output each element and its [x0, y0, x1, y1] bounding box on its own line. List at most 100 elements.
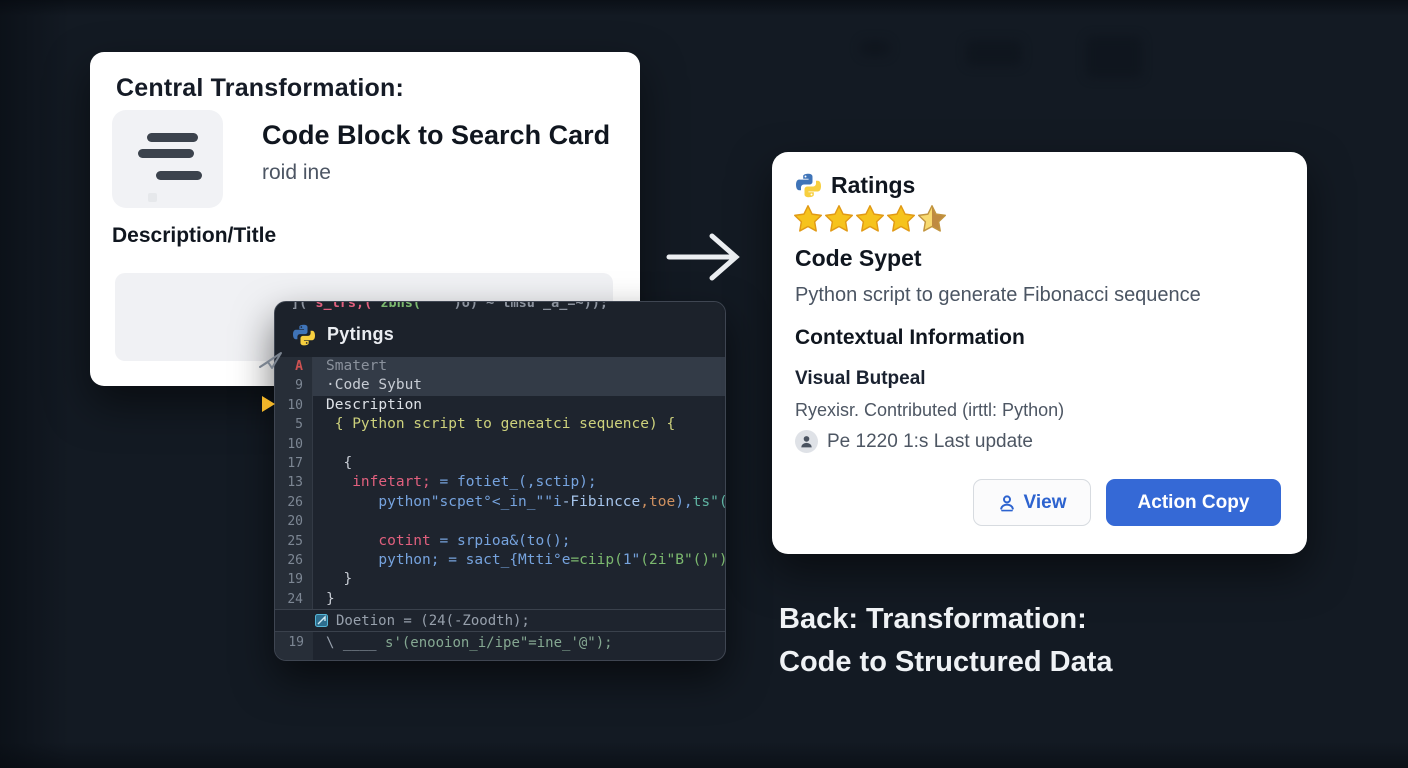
code-segment: [326, 533, 378, 549]
code-line: 19 }: [275, 570, 725, 590]
result-description: Python script to generate Fibonacci sequ…: [795, 284, 1201, 306]
action-copy-button[interactable]: Action Copy: [1106, 479, 1281, 526]
line-number: 13: [275, 473, 313, 493]
view-button[interactable]: View: [973, 479, 1091, 526]
code-segment: cotint: [378, 532, 431, 549]
line-number: 26: [275, 550, 313, 571]
code-line: 20: [275, 512, 725, 532]
result-card-header: Ratings: [796, 172, 1283, 199]
clipped-code-line: ]( s_lrs,( zbhs( )o) ~ tmsu"_a_=~));: [275, 302, 725, 312]
code-segment: ](: [291, 302, 316, 311]
code-line: 10 Description: [275, 395, 725, 416]
code-segment: = srpioa&(to();: [430, 532, 571, 549]
line-number: 24: [275, 589, 313, 610]
code-line: 5 { Python script to geneatci sequence) …: [275, 415, 725, 435]
visual-subsection-label: Visual Butpeal: [795, 368, 926, 389]
search-result-card: Ratings Code Sypet Python script to gene…: [772, 152, 1307, 554]
star-icon: [886, 205, 916, 232]
code-segment: \ ____: [326, 635, 386, 652]
code-line: 24}: [275, 589, 725, 610]
code-segment: Smatert: [326, 358, 388, 374]
code-segment: s'(enooion_i/ipe"=ine_'@");: [385, 635, 613, 652]
line-number: 10: [275, 395, 313, 416]
code-line: A Smatert: [275, 357, 725, 377]
code-line: 26 python; = sact_{Mtti°e=ciip(1"(2i"B"(…: [275, 550, 725, 571]
code-line: 13 infetart; = fotiet_(,sctip);: [275, 473, 725, 493]
person-icon: [999, 494, 1014, 511]
python-logo-icon: [293, 324, 315, 345]
python-logo-icon: [796, 173, 821, 198]
background-shade-bottom: [0, 742, 1408, 768]
code-segment: { Python script to geneatci sequence) {: [326, 416, 676, 433]
result-title: Code Sypet: [795, 245, 922, 271]
code-footer-line: 19 \ ____ s'(enooion_i/ipe"=ine_'@");: [275, 631, 725, 660]
background-blob: [860, 40, 890, 56]
transformation-card-header-row: Code Block to Search Card roid ine: [112, 110, 610, 208]
breakpoint-marker-icon: [262, 396, 275, 412]
code-line: 25 cotint = srpioa&(to();: [275, 531, 725, 551]
code-segment: {: [326, 454, 353, 471]
cursor-icon: [259, 352, 282, 369]
code-editor-window: ]( s_lrs,( zbhs( )o) ~ tmsu"_a_=~)); Pyt…: [274, 301, 726, 661]
code-segment: = fotiet_(,sctip);: [430, 474, 597, 491]
code-segment: ),: [675, 493, 693, 510]
code-segment: }: [326, 590, 335, 607]
transformation-subtext: roid ine: [262, 161, 331, 184]
code-segment: ·Code Sybut: [326, 377, 423, 394]
code-window-title: Pytings: [327, 324, 395, 344]
code-segment: s_lrs,(: [315, 302, 373, 311]
half-star-icon: [917, 205, 947, 232]
file-icon: [315, 614, 328, 628]
code-line: 9·Code Sybut: [275, 376, 725, 396]
result-byline: Pe 1220 1:s Last update: [795, 430, 1033, 453]
star-icon: [855, 205, 885, 232]
code-segment: )o) ~ tmsu"_a_=~));: [421, 302, 609, 311]
list-lines-icon: [112, 110, 223, 208]
code-segment: -Fibincce: [561, 493, 641, 510]
result-meta-line: Ryexisr. Contributed (irttl: Python): [795, 400, 1065, 420]
code-segment: python"scpet°<_in_""i: [326, 493, 562, 510]
code-segment: ts"(: [692, 493, 726, 510]
line-number: A: [275, 357, 313, 377]
ratings-label: Ratings: [831, 172, 916, 198]
line-number: 19: [275, 570, 313, 590]
code-segment: python; = sact_{Mtti°e: [326, 551, 571, 568]
code-segment: =ciip(: [570, 551, 623, 568]
code-segment: 1": [622, 551, 641, 568]
code-window-titlebar: Pytings: [275, 312, 725, 357]
star-icon: [824, 205, 854, 232]
background-shade-left: [0, 0, 70, 768]
background-shade-top: [0, 0, 1408, 16]
caption: Back: Transformation: Code to Structured…: [779, 598, 1113, 684]
caption-line1: Back: Transformation:: [779, 603, 1087, 635]
background-blob: [1086, 36, 1142, 78]
view-button-label: View: [1023, 491, 1067, 513]
line-number: 19: [275, 632, 313, 660]
star-icon: [793, 205, 823, 232]
line-number: 5: [275, 415, 313, 435]
code-segment: [326, 474, 352, 490]
action-copy-button-label: Action Copy: [1137, 491, 1250, 513]
code-segment: Description: [326, 396, 423, 413]
description-title-label: Description/Title: [112, 224, 277, 247]
caption-line2: Code to Structured Data: [779, 646, 1113, 678]
code-segment: infetart;: [352, 474, 431, 491]
code-line: 17 {: [275, 453, 725, 474]
line-number: 25: [275, 531, 313, 551]
code-line: 26 python"scpet°<_in_""i-Fibincce,toe),t…: [275, 492, 726, 513]
code-footer-line: Doetion = (24(-Zoodth);: [275, 609, 725, 631]
avatar: [795, 430, 818, 453]
code-segment: ,toe: [640, 493, 676, 510]
code-line: 10: [275, 434, 725, 454]
background-blob: [966, 40, 1022, 66]
line-number: 20: [275, 512, 313, 532]
code-segment: zbhs(: [372, 302, 422, 311]
line-number: 17: [275, 453, 313, 474]
contextual-information-label: Contextual Information: [795, 326, 1025, 349]
line-number: 10: [275, 434, 313, 454]
code-segment: }: [326, 571, 353, 588]
star-rating: [793, 204, 947, 233]
right-arrow-icon: [666, 233, 740, 281]
